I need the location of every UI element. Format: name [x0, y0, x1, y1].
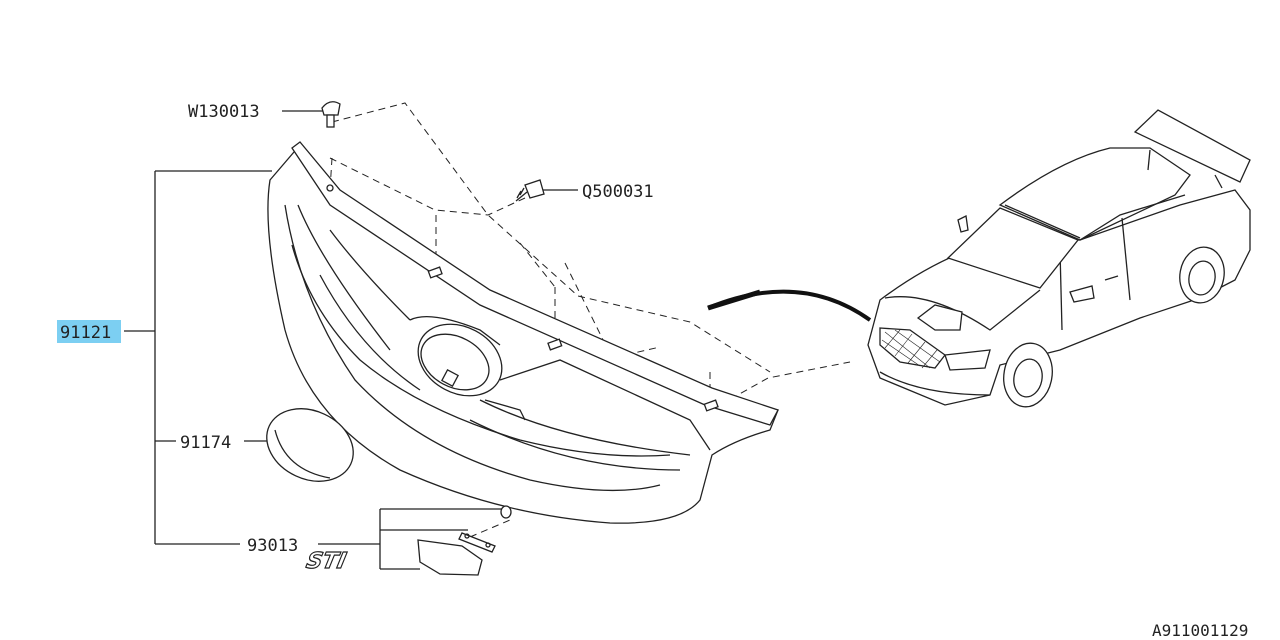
callout-93013-label[interactable]: 93013	[247, 536, 298, 556]
callout-91174-label[interactable]: 91174	[180, 433, 231, 453]
callout-91121-highlight	[57, 320, 121, 343]
badge-cap-part[interactable]	[255, 395, 365, 495]
leader-lines	[124, 110, 578, 570]
diagram-reference-id: A911001129	[1152, 621, 1248, 640]
push-clip-part[interactable]	[321, 101, 341, 128]
callout-w130013-label[interactable]: W130013	[188, 102, 260, 122]
location-pointer	[707, 289, 872, 322]
front-grille-part[interactable]	[267, 141, 779, 524]
callout-91121-label[interactable]: 91121	[60, 323, 111, 343]
screw-part[interactable]	[515, 179, 545, 202]
car-illustration	[867, 109, 1251, 408]
sti-emblem-part[interactable]: STI	[303, 505, 512, 576]
callout-q500031-label[interactable]: Q500031	[582, 182, 654, 202]
emblem-text: STI	[304, 548, 348, 574]
